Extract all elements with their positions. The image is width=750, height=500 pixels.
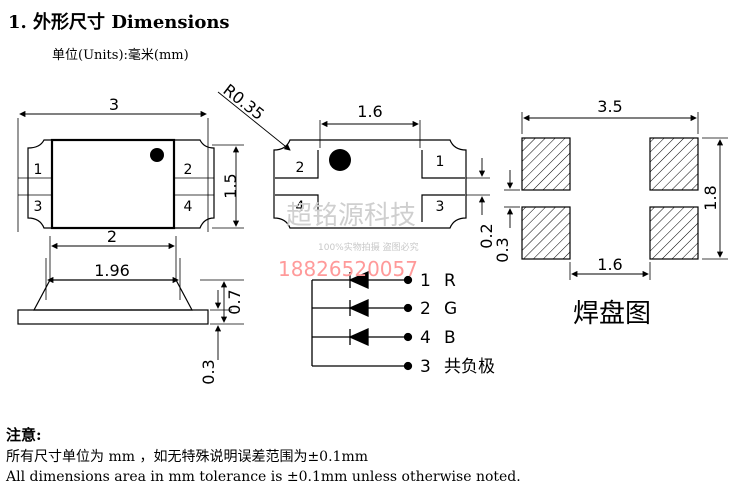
units-label: 单位(Units):毫米(mm) [52, 48, 189, 63]
circuit-color-b: B [444, 328, 456, 348]
page-title: 1. 外形尺寸 Dimensions [8, 12, 230, 33]
circuit-row-g [312, 298, 413, 318]
side-top-width-label: 2 [107, 227, 117, 246]
top-view-body [27, 138, 215, 230]
top-width-label: 3 [109, 95, 119, 114]
bottom-pin-1: 1 [436, 154, 445, 170]
pad-bottom-right [649, 206, 699, 260]
side-inner-width-label: 1.96 [94, 261, 130, 280]
bottom-view-body [273, 139, 467, 229]
top-height-label: 1.5 [221, 173, 240, 198]
notes-title: 注意: [6, 426, 42, 444]
pad-gap-label: 0.3 [493, 237, 512, 262]
bottom-pin-3: 3 [436, 199, 445, 215]
top-pin-4: 4 [184, 199, 193, 215]
circuit-row-b [312, 327, 413, 347]
pad-caption: 焊盘图 [573, 299, 651, 329]
bottom-pin-2: 2 [296, 160, 305, 176]
watermark-note: 100%实物拍摄 盗图必究 [318, 241, 419, 253]
bottom-pin-4: 4 [296, 199, 305, 215]
radius-leader [217, 91, 291, 151]
pad-width-label: 3.5 [597, 97, 622, 116]
dimension-drawing: 3 1.5 1 3 2 4 R0.35 1.6 0.2 2 1 4 3 [17, 80, 728, 385]
pad-top-right [649, 137, 699, 191]
circuit-pin-4: 4 [420, 328, 431, 348]
circuit-diagram [311, 270, 413, 371]
watermark: 超铭源科技 100%实物拍摄 盗图必究 18826520057 [278, 201, 419, 281]
bottom-view [217, 91, 490, 229]
pad-top-left [521, 137, 571, 191]
circuit-common-cathode: 共负极 [444, 357, 495, 377]
circuit-color-r: R [444, 271, 456, 291]
radius-label: R0.35 [220, 80, 269, 124]
top-pin-2: 2 [184, 162, 193, 178]
top-view [17, 110, 244, 232]
circuit-pin-3: 3 [420, 357, 431, 377]
side-view-body [17, 279, 209, 325]
side-view [17, 236, 244, 360]
gap-label: 0.2 [477, 223, 496, 248]
pad-bottom-left [521, 206, 571, 260]
top-pin-3: 3 [34, 199, 43, 215]
pad-spacing-label: 1.6 [597, 255, 622, 274]
side-base-label: 0.3 [199, 359, 218, 384]
note-chinese: 所有尺寸单位为 mm ，如无特殊说明误差范围为±0.1mm [6, 449, 368, 465]
watermark-brand: 超铭源科技 [286, 201, 416, 231]
polarity-dot [150, 148, 164, 162]
cathode-dot [329, 149, 351, 171]
pad-height-label: 1.8 [701, 185, 720, 210]
bottom-width-label: 1.6 [357, 102, 382, 121]
circuit-row-r [312, 270, 413, 290]
circuit-row-common [312, 361, 413, 371]
side-height-label: 0.7 [225, 289, 244, 314]
top-pin-1: 1 [34, 162, 43, 178]
watermark-phone: 18826520057 [278, 257, 418, 281]
circuit-color-g: G [444, 299, 457, 319]
note-english: All dimensions area in mm tolerance is ±… [6, 469, 521, 485]
pad-layout [504, 112, 728, 280]
circuit-pin-2: 2 [420, 299, 431, 319]
circuit-pin-1: 1 [420, 271, 431, 291]
